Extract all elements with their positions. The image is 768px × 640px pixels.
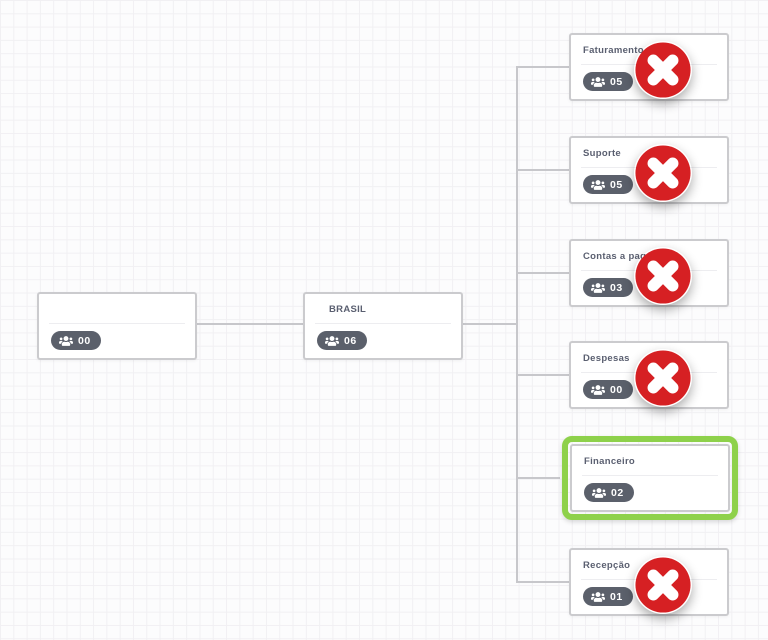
- divider: [582, 475, 718, 476]
- x-circle-icon: [635, 42, 691, 98]
- remove-node-button[interactable]: [634, 41, 692, 99]
- node-title: BRASIL: [329, 304, 367, 315]
- node-title: Suporte: [583, 148, 621, 159]
- users-icon: [325, 335, 339, 346]
- member-count: 05: [610, 178, 623, 191]
- org-node-contas-a-pagar[interactable]: Contas a pagar 03: [569, 239, 729, 307]
- divider: [315, 323, 451, 324]
- member-count-badge: 05: [583, 175, 633, 194]
- x-circle-icon: [635, 248, 691, 304]
- org-node-financeiro[interactable]: Financeiro 02: [562, 436, 738, 520]
- member-count-badge: 00: [583, 380, 633, 399]
- x-circle-icon: [635, 350, 691, 406]
- node-title: Faturamento: [583, 45, 644, 56]
- org-node-despesas[interactable]: Despesas 00: [569, 341, 729, 409]
- member-count: 02: [611, 486, 624, 499]
- connector-line: [518, 169, 569, 171]
- connector-trunk-line: [516, 66, 518, 583]
- users-icon: [591, 179, 605, 190]
- member-count: 03: [610, 281, 623, 294]
- member-count: 05: [610, 75, 623, 88]
- org-node-faturamento[interactable]: Faturamento 05: [569, 33, 729, 101]
- users-icon: [591, 384, 605, 395]
- selection-highlight: [562, 436, 738, 520]
- users-icon: [591, 76, 605, 87]
- member-count-badge: 02: [584, 483, 634, 502]
- node-title: Financeiro: [584, 456, 636, 467]
- member-count: 06: [344, 334, 357, 347]
- member-count-badge: 01: [583, 587, 633, 606]
- member-count-badge: 06: [317, 331, 367, 350]
- x-circle-icon: [635, 145, 691, 201]
- node-title: Recepção: [583, 560, 631, 571]
- node-title: Despesas: [583, 353, 630, 364]
- org-node-recepcao[interactable]: Recepção 01: [569, 548, 729, 616]
- org-node-root[interactable]: 00: [37, 292, 197, 360]
- connector-line: [518, 374, 569, 376]
- node-title: Contas a pagar: [583, 251, 656, 262]
- member-count: 01: [610, 590, 623, 603]
- member-count-badge: 03: [583, 278, 633, 297]
- connector-line: [518, 477, 560, 479]
- x-circle-icon: [635, 557, 691, 613]
- member-count-badge: 00: [51, 331, 101, 350]
- org-node-suporte[interactable]: Suporte 05: [569, 136, 729, 204]
- remove-node-button[interactable]: [634, 556, 692, 614]
- member-count: 00: [610, 383, 623, 396]
- org-node-brasil[interactable]: BRASIL 06: [303, 292, 463, 360]
- remove-node-button[interactable]: [634, 144, 692, 202]
- divider: [49, 323, 185, 324]
- member-count-badge: 05: [583, 72, 633, 91]
- connector-line: [518, 272, 569, 274]
- users-icon: [591, 282, 605, 293]
- connector-line: [518, 581, 569, 583]
- users-icon: [591, 591, 605, 602]
- remove-node-button[interactable]: [634, 247, 692, 305]
- users-icon: [592, 487, 606, 498]
- connector-line: [197, 323, 303, 325]
- connector-line: [518, 66, 569, 68]
- remove-node-button[interactable]: [634, 349, 692, 407]
- connector-line: [463, 323, 518, 325]
- users-icon: [59, 335, 73, 346]
- member-count: 00: [78, 334, 91, 347]
